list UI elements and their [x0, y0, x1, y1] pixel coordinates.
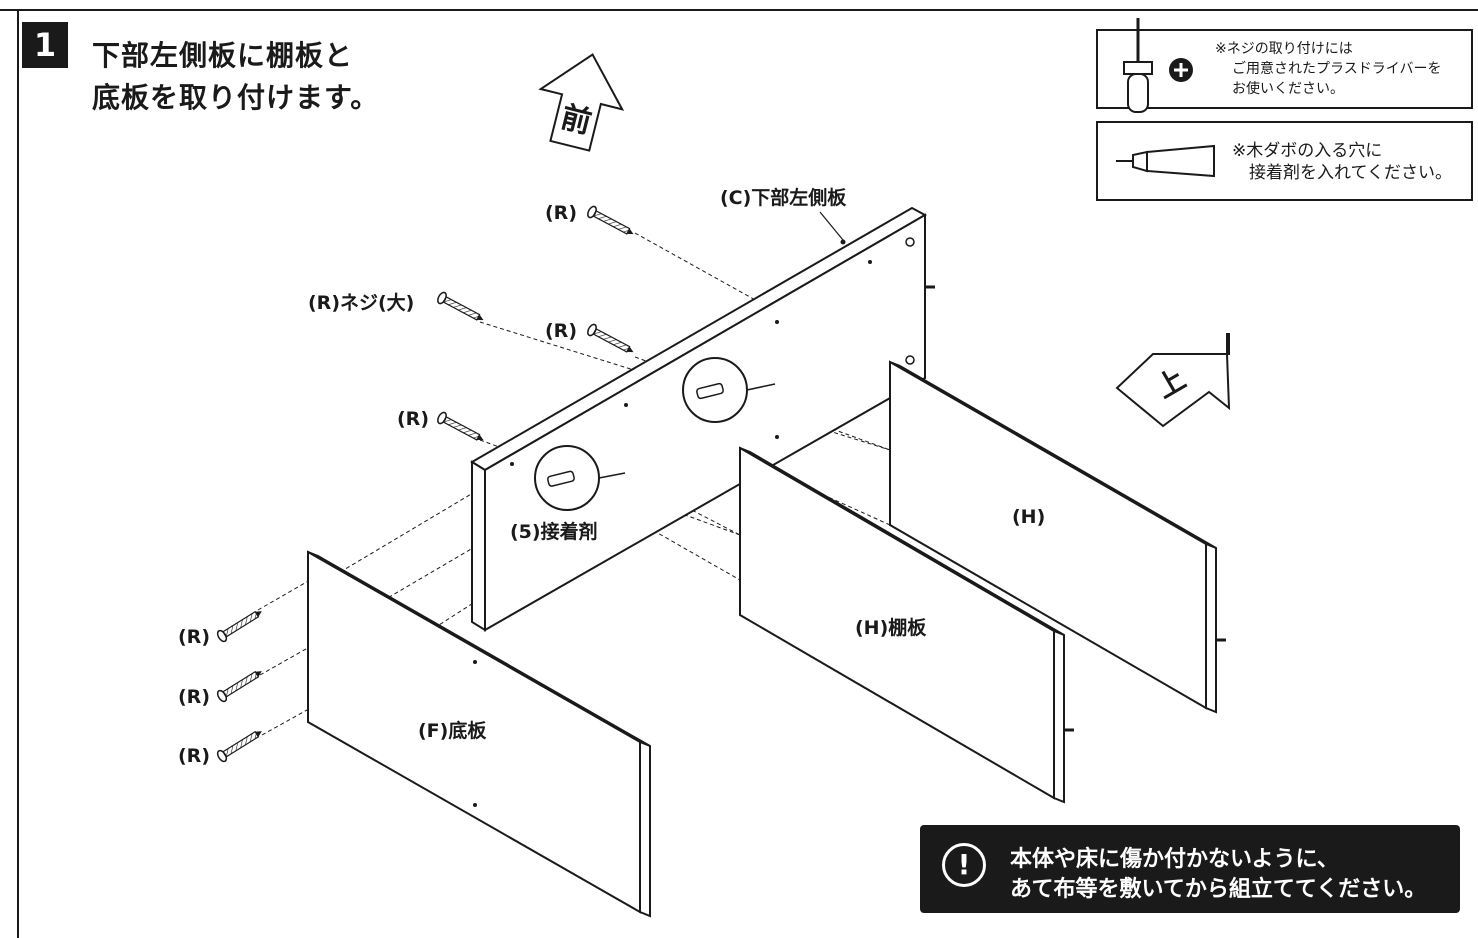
- label-screw-3: (R): [397, 408, 429, 430]
- back-shelf-h: [889, 360, 1226, 714]
- screwdriver-note-line2: ご用意されたプラスドライバーを: [1232, 61, 1442, 77]
- label-screw-2: (R): [545, 320, 577, 342]
- screw-5: [215, 665, 266, 704]
- glue-callout-1: [682, 357, 776, 423]
- front-arrow-icon: [538, 53, 625, 152]
- screwdriver-note-box: [1096, 29, 1473, 109]
- label-screw-1: (R): [545, 202, 577, 224]
- glue-note-box: [1096, 121, 1473, 201]
- label-screw-large: (R)ネジ(大): [308, 292, 415, 314]
- label-screw-5: (R): [178, 686, 210, 708]
- warning-line1: 本体や床に傷か付かないように、: [1010, 847, 1339, 872]
- bottom-board-f: [307, 550, 651, 918]
- screw-1: [585, 204, 638, 241]
- warning-banner: ! 本体や床に傷か付かないように、 あて布等を敷いてから組立ててください。: [920, 825, 1460, 913]
- glue-note-line1: ※木ダボの入る穴に: [1232, 141, 1383, 161]
- exclamation-circle-icon: !: [942, 843, 986, 887]
- glue-callout-2: [534, 445, 626, 511]
- label-glue: (5)接着剤: [510, 521, 598, 543]
- glue-tube-icon: [1116, 144, 1215, 178]
- label-screw-6: (R): [178, 745, 210, 767]
- plus-screwdriver-icon: [1123, 18, 1193, 113]
- screw-4: [215, 605, 266, 644]
- screw-2: [585, 322, 638, 359]
- label-bottom-board-f: (F)底板: [418, 720, 487, 742]
- glue-note-line2: 接着剤を入れてください。: [1249, 163, 1452, 183]
- warning-line2: あて布等を敷いてから組立ててください。: [1010, 877, 1427, 902]
- step-number: 1: [22, 22, 68, 68]
- screw-large: [435, 290, 488, 327]
- screwdriver-note-line3: お使いください。: [1232, 81, 1344, 97]
- screw-3: [435, 410, 488, 447]
- step-title-line2: 底板を取り付けます。: [92, 81, 380, 114]
- label-side-panel-c: (C)下部左側板: [720, 187, 847, 209]
- label-shelf-h: (H)棚板: [855, 617, 927, 639]
- up-arrow-icon: [1115, 333, 1231, 428]
- side-panel-c: [470, 206, 935, 632]
- step-title-line1: 下部左側板に棚板と: [92, 39, 354, 72]
- label-screw-4: (R): [178, 626, 210, 648]
- label-back-shelf-h: (H): [1012, 506, 1046, 528]
- screw-6: [215, 725, 266, 764]
- screwdriver-note-line1: ※ネジの取り付けには: [1215, 41, 1353, 57]
- shelf-h: [739, 446, 1074, 804]
